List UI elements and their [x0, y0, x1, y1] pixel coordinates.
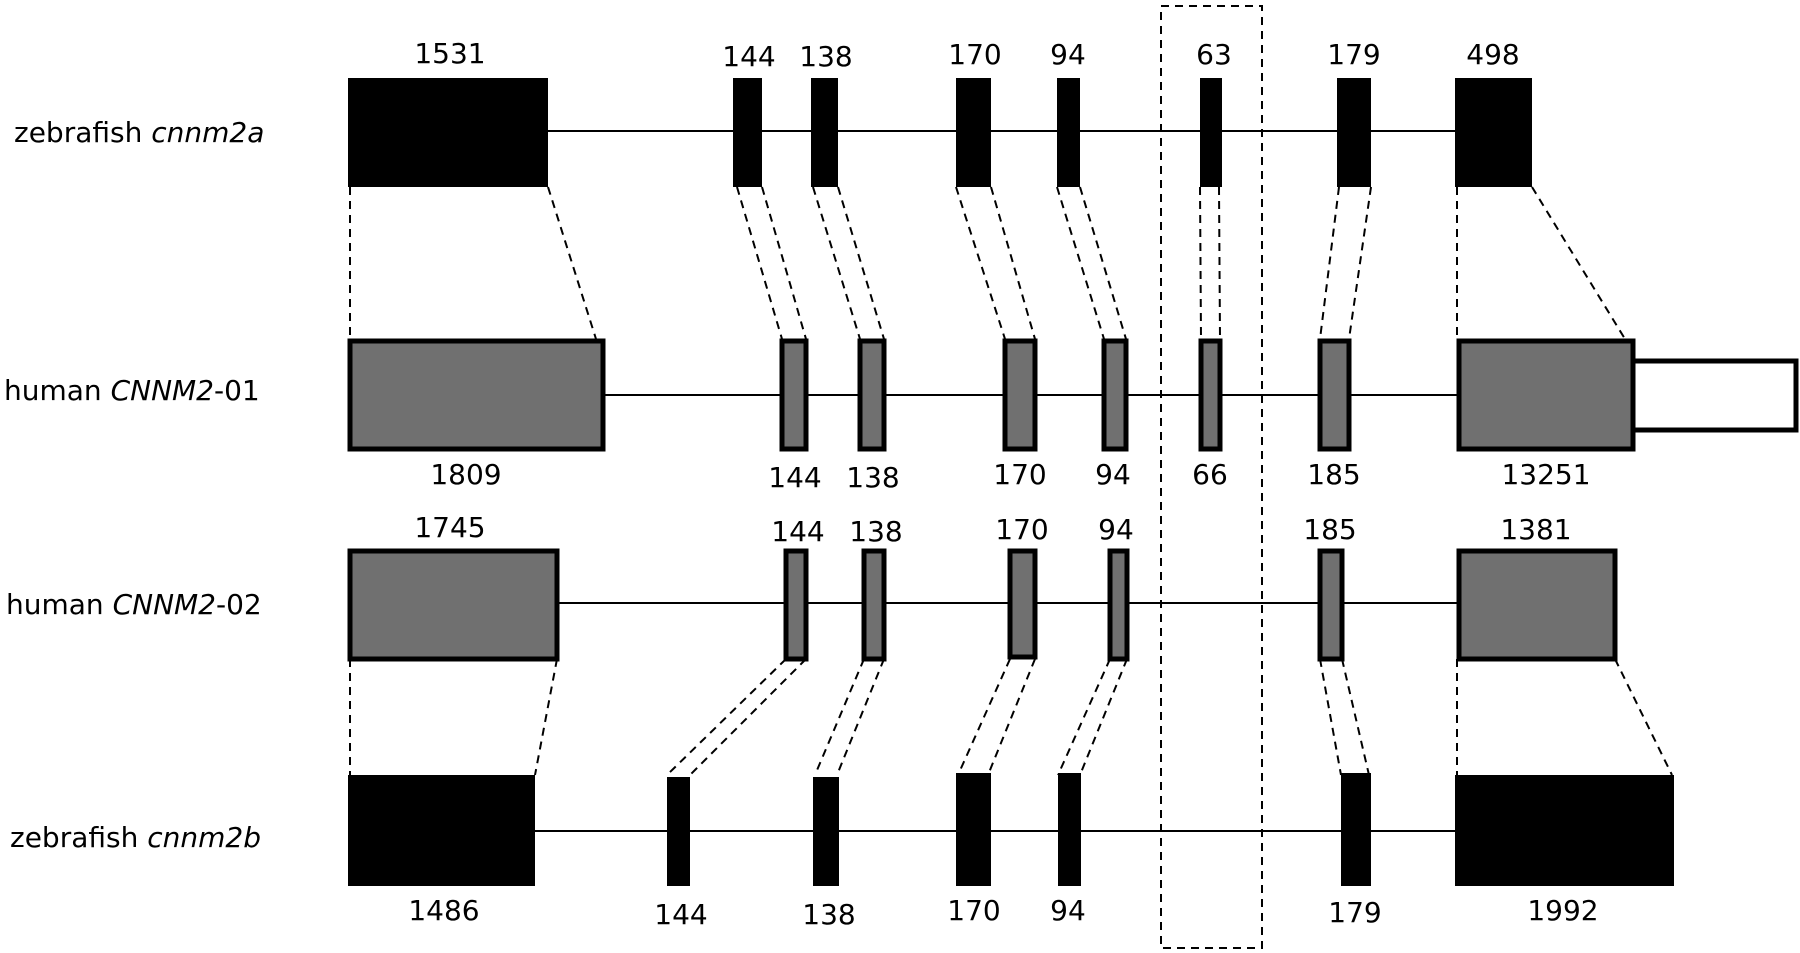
- exon-box: [1317, 548, 1345, 662]
- exon-size-label: 1745: [414, 511, 485, 544]
- exon-size-label: 138: [846, 461, 899, 494]
- exon-size-label: 1809: [430, 458, 501, 491]
- exon-box: [1057, 78, 1080, 187]
- exon-box: [347, 338, 606, 452]
- highlight-box-exon-7: [1160, 5, 1263, 949]
- exon-row-zebrafish-cnnm2a: [348, 78, 1532, 187]
- exon-size-label: 94: [1050, 38, 1086, 71]
- exon-size-label: 94: [1098, 513, 1134, 546]
- exon-size-label: 1992: [1527, 894, 1598, 927]
- exon-size-label: 179: [1327, 38, 1380, 71]
- exon-box: [1007, 548, 1038, 660]
- exon-row-zebrafish-cnnm2b: [348, 773, 1674, 886]
- exon-size-label: 138: [849, 515, 902, 548]
- exon-size-label: 66: [1192, 458, 1228, 491]
- exon-size-label: 144: [768, 461, 821, 494]
- exon-size-label: 170: [947, 894, 1000, 927]
- exon-size-label: 170: [948, 38, 1001, 71]
- exon-size-label: 13251: [1501, 458, 1590, 491]
- exon-box: [1337, 78, 1371, 187]
- exon-size-label: 185: [1303, 513, 1356, 546]
- exon-box: [956, 78, 991, 187]
- exon-box: [1101, 338, 1129, 452]
- exon-box: [857, 338, 887, 452]
- exon-size-label: 170: [993, 458, 1046, 491]
- exon-size-label: 138: [799, 40, 852, 73]
- exon-size-label: 179: [1328, 896, 1381, 929]
- exon-size-label: 63: [1196, 38, 1232, 71]
- exon-box: [783, 548, 809, 662]
- exon-box: [1456, 548, 1618, 662]
- row-label-zebrafish-cnnm2a: zebrafish cnnm2a: [14, 116, 264, 149]
- exon-row-human-cnnm2-02: [347, 548, 1618, 662]
- exon-row-human-cnnm2-01: [347, 338, 1799, 452]
- exon-size-label: 185: [1307, 458, 1360, 491]
- exon-box: [956, 773, 991, 886]
- exon-size-label: 94: [1050, 894, 1086, 927]
- exon-box: [348, 78, 548, 187]
- exon-box: [1002, 338, 1038, 452]
- utr-box: [1630, 358, 1799, 433]
- exon-box: [1198, 338, 1223, 452]
- exon-size-label: 498: [1466, 38, 1519, 71]
- exon-size-label: 170: [995, 513, 1048, 546]
- exon-box: [1058, 773, 1081, 886]
- row-label-human-cnnm2-01: human CNNM2-01: [4, 374, 260, 407]
- exon-size-label: 94: [1095, 458, 1131, 491]
- exon-box: [348, 775, 535, 886]
- exon-box: [1317, 338, 1352, 452]
- row-label-zebrafish-cnnm2b: zebrafish cnnm2b: [10, 821, 261, 854]
- exon-size-label: 1486: [408, 894, 479, 927]
- exon-size-label: 1531: [414, 37, 485, 70]
- row-label-human-cnnm2-02: human CNNM2-02: [6, 588, 262, 621]
- exon-box: [813, 777, 839, 886]
- exon-size-label: 144: [722, 40, 775, 73]
- exon-box: [733, 78, 762, 187]
- exon-box: [1456, 338, 1636, 452]
- exon-box: [779, 338, 809, 452]
- exon-box: [1455, 78, 1532, 187]
- exon-box: [1341, 773, 1371, 886]
- exon-size-label: 1381: [1500, 513, 1571, 546]
- homology-connectors-top: [349, 186, 1626, 340]
- exon-box: [811, 78, 838, 187]
- exon-size-label: 138: [802, 898, 855, 931]
- exon-box: [1455, 775, 1674, 886]
- exon-box: [347, 548, 560, 662]
- exon-box: [861, 548, 887, 662]
- exon-box: [1107, 548, 1130, 662]
- homology-connectors-bottom: [349, 658, 1673, 776]
- exon-size-label: 144: [654, 898, 707, 931]
- exon-box: [1200, 78, 1222, 187]
- exon-size-label: 144: [771, 515, 824, 548]
- exon-box: [667, 777, 690, 886]
